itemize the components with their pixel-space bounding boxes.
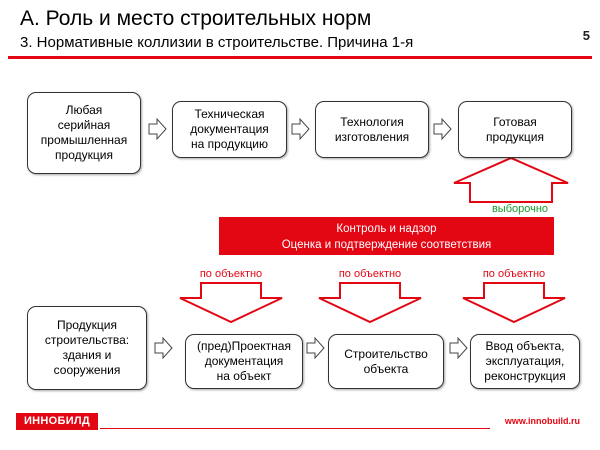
top-box-tech-docs: Техническая документация на продукцию bbox=[172, 101, 287, 158]
slide-subtitle: 3. Нормативные коллизии в строительстве.… bbox=[20, 34, 414, 51]
page-number: 5 bbox=[582, 28, 590, 43]
sampling-label: выборочно bbox=[491, 203, 549, 215]
flow-arrow-top-2 bbox=[291, 117, 310, 141]
banner-line-1: Контроль и надзор bbox=[336, 223, 437, 235]
flow-arrow-top-1 bbox=[148, 117, 167, 141]
object-label-3: по объектно bbox=[482, 268, 546, 280]
innobuild-logo: ИННОБИЛД bbox=[16, 413, 98, 430]
bottom-box-commissioning: Ввод объекта, эксплуатация, реконструкци… bbox=[470, 334, 580, 389]
top-box-serial-product: Любая серийная промышленная продукция bbox=[27, 92, 141, 174]
header-divider bbox=[8, 56, 592, 59]
flow-arrow-bottom-3 bbox=[449, 336, 468, 360]
object-down-arrow-1 bbox=[179, 282, 283, 324]
footer-url-link[interactable]: www.innobuild.ru bbox=[504, 416, 580, 426]
bottom-box-construction: Строительство объекта bbox=[328, 334, 444, 389]
object-down-arrow-3 bbox=[462, 282, 566, 324]
object-label-1: по объектно bbox=[199, 268, 263, 280]
sampling-up-arrow bbox=[453, 156, 569, 203]
top-box-technology: Технология изготовления bbox=[315, 101, 429, 158]
bottom-box-construction-product: Продукция строительства: здания и сооруж… bbox=[27, 306, 147, 390]
flow-arrow-bottom-2 bbox=[306, 336, 325, 360]
control-banner: Контроль и надзор Оценка и подтверждение… bbox=[219, 217, 554, 255]
top-box-finished-product: Готовая продукция bbox=[458, 101, 572, 158]
footer-divider bbox=[100, 428, 490, 429]
object-label-2: по объектно bbox=[338, 268, 402, 280]
slide-title: А. Роль и место строительных норм bbox=[20, 7, 372, 30]
bottom-box-project-docs: (пред)Проектная документация на объект bbox=[185, 334, 303, 389]
object-down-arrow-2 bbox=[318, 282, 422, 324]
flow-arrow-top-3 bbox=[433, 117, 452, 141]
flow-arrow-bottom-1 bbox=[154, 336, 173, 360]
banner-line-2: Оценка и подтверждение соответствия bbox=[281, 239, 492, 251]
